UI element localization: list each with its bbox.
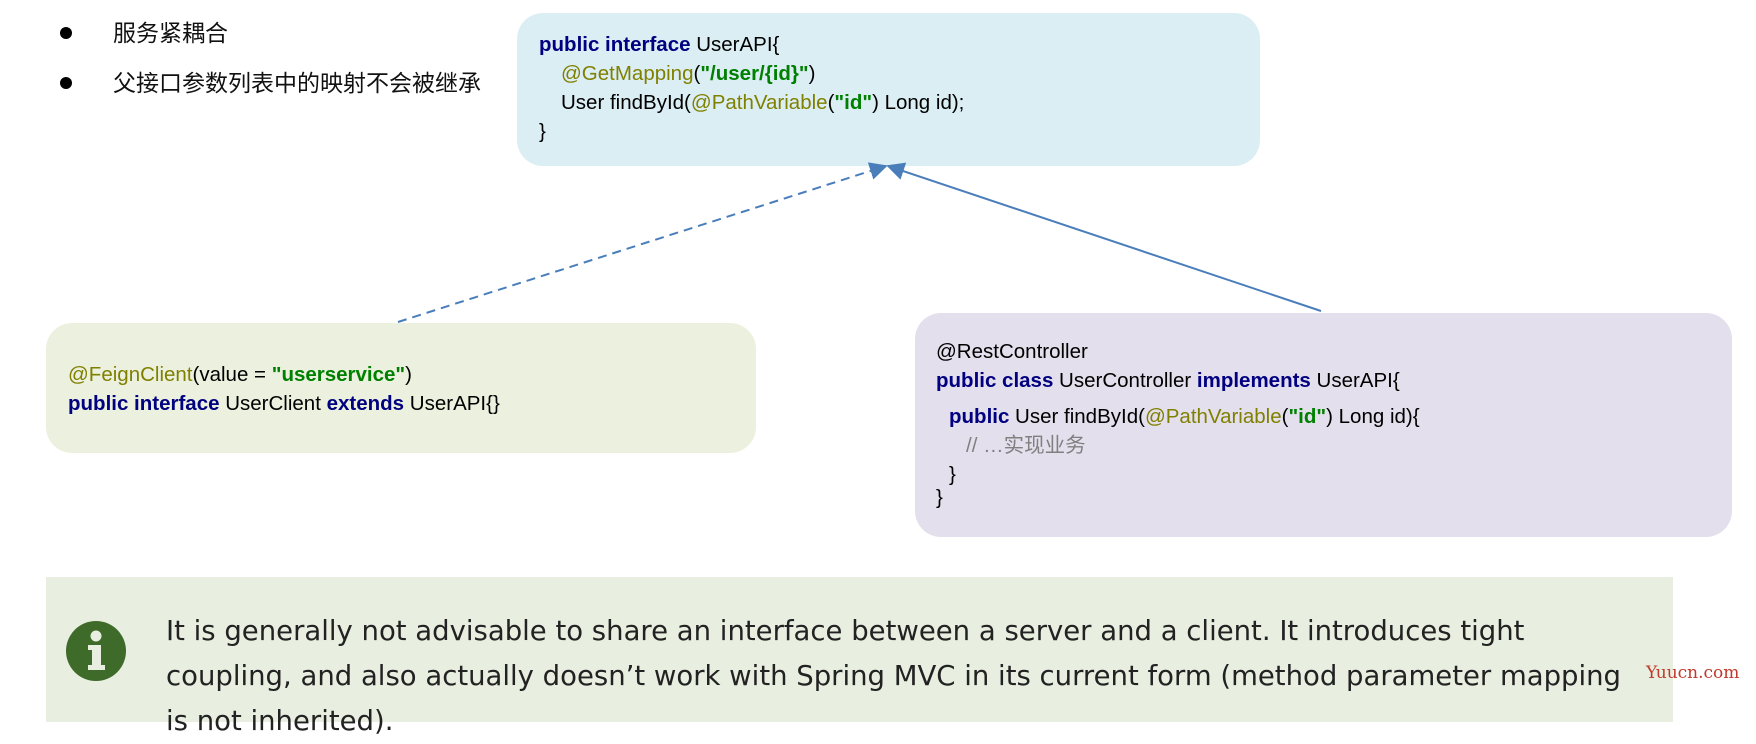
string-literal: "id" (1288, 405, 1327, 428)
info-icon (66, 621, 126, 681)
annotation: @PathVariable (1144, 405, 1282, 428)
feign-client-box: @FeignClient(value = "userservice") publ… (46, 323, 756, 453)
code-text: ( (827, 91, 835, 114)
code-text: User findById( (1009, 405, 1145, 428)
code-text: UserAPI{ (690, 33, 780, 56)
code-line: User findById(@PathVariable("id") Long i… (539, 88, 1260, 117)
keyword: public class (936, 369, 1054, 392)
code-text: UserAPI{ (1310, 369, 1400, 392)
keyword: implements (1196, 369, 1311, 392)
info-note: It is generally not advisable to share a… (46, 577, 1673, 737)
bullet-dot-icon (60, 77, 72, 89)
code-line: } (936, 460, 1732, 489)
code-text: @RestController (936, 340, 1088, 363)
dashed-arrow-feign-to-api (397, 162, 888, 323)
watermark: Yuucn.com (1646, 663, 1740, 683)
bullet-text: 服务紧耦合 (113, 20, 228, 46)
note-text: It is generally not advisable to share a… (166, 615, 1622, 737)
bullet-dot-icon (60, 27, 72, 39)
bullet-text: 父接口参数列表中的映射不会被继承 (113, 70, 481, 96)
code-text: ( (693, 62, 701, 85)
keyword: public (949, 405, 1010, 428)
code-line: } (539, 117, 1260, 146)
string-literal: "/user/{id}" (700, 62, 809, 85)
annotation: @PathVariable (690, 91, 828, 114)
code-line: public User findById(@PathVariable("id")… (936, 402, 1732, 431)
code-text: ) (808, 62, 816, 85)
string-literal: "id" (834, 91, 873, 114)
code-text: ( (1281, 405, 1289, 428)
code-text: ) (405, 363, 412, 386)
code-text: User findById( (561, 91, 691, 114)
keyword: public interface (539, 33, 691, 56)
code-text: (value = (192, 363, 272, 386)
code-line: } (936, 483, 1732, 512)
user-controller-box: @RestController public class UserControl… (915, 313, 1732, 537)
string-literal: "userservice" (271, 363, 406, 386)
code-line: public interface UserClient extends User… (68, 389, 756, 418)
keyword: extends (326, 392, 405, 415)
code-text: UserController (1053, 369, 1197, 392)
keyword: public interface (68, 392, 220, 415)
code-line: public class UserController implements U… (936, 366, 1732, 395)
code-text: ) Long id); (872, 91, 965, 114)
code-text: UserAPI{} (404, 392, 500, 415)
code-text: UserClient (219, 392, 327, 415)
code-line: @FeignClient(value = "userservice") (68, 360, 756, 389)
solid-arrow-controller-to-api (886, 162, 1322, 312)
code-line: @RestController (936, 337, 1732, 366)
code-text: ) Long id){ (1326, 405, 1420, 428)
annotation: @GetMapping (561, 62, 694, 85)
code-line: // …实现业务 (936, 431, 1732, 460)
annotation: @FeignClient (68, 363, 193, 386)
code-text: } (936, 486, 943, 509)
code-line: public interface UserAPI{ (539, 30, 1260, 59)
code-line: @GetMapping("/user/{id}") (539, 59, 1260, 88)
user-api-interface-box: public interface UserAPI{ @GetMapping("/… (517, 13, 1260, 166)
code-comment: // …实现业务 (966, 434, 1086, 457)
code-text: } (539, 120, 546, 143)
code-text: } (949, 463, 956, 486)
